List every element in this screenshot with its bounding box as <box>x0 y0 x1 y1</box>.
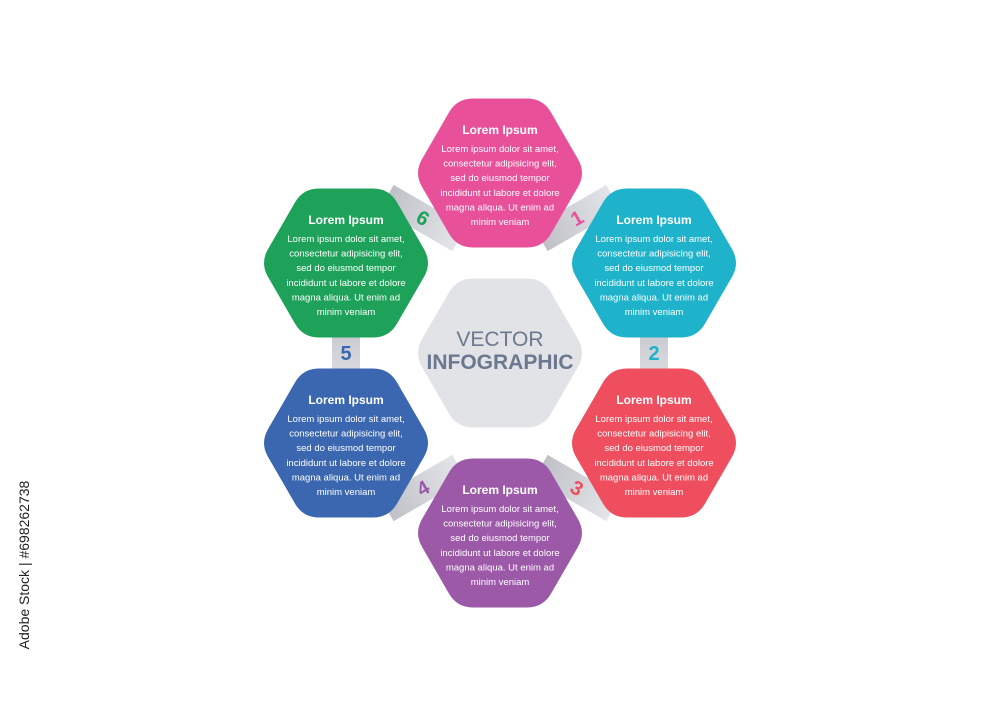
step-title: Lorem Ipsum <box>308 213 383 227</box>
step-body-line: Lorem ipsum dolor sit amet, <box>595 414 712 425</box>
step-body-line: sed do eiusmod tempor <box>450 533 549 544</box>
step-body-line: minim veniam <box>471 577 530 588</box>
connector-1 <box>533 184 621 252</box>
step-hexagon-shape <box>572 188 736 338</box>
step-body-line: consectetur adipisicing elit, <box>443 159 557 170</box>
step-hexagon-shape <box>572 368 736 518</box>
step-body-line: magna aliqua. Ut enim ad <box>446 562 554 573</box>
step-body-line: incididunt ut labore et dolore <box>440 188 559 199</box>
connector-4 <box>379 454 467 522</box>
step-body-line: Lorem ipsum dolor sit amet, <box>287 234 404 245</box>
step-body-line: consectetur adipisicing elit, <box>289 429 403 440</box>
step-hexagon-shape <box>418 458 582 608</box>
step-body-line: magna aliqua. Ut enim ad <box>600 472 708 483</box>
step-body-line: Lorem ipsum dolor sit amet, <box>287 414 404 425</box>
step-body-line: consectetur adipisicing elit, <box>597 249 711 260</box>
center-title-line2: INFOGRAPHIC <box>427 351 574 374</box>
connector-number-5: 5 <box>340 343 351 365</box>
step-body-line: incididunt ut labore et dolore <box>440 548 559 559</box>
step-body-line: minim veniam <box>625 307 684 318</box>
connector-strips <box>332 184 668 522</box>
connector-strip <box>533 184 621 252</box>
center-hexagon: VECTOR INFOGRAPHIC <box>418 278 582 428</box>
step-body-line: consectetur adipisicing elit, <box>443 519 557 530</box>
step-body-line: minim veniam <box>471 217 530 228</box>
step-title: Lorem Ipsum <box>462 123 537 137</box>
step-hexagon-shape <box>264 368 428 518</box>
step-body-line: magna aliqua. Ut enim ad <box>600 292 708 303</box>
step-body-line: minim veniam <box>625 487 684 498</box>
connector-strip <box>379 454 467 522</box>
step-title: Lorem Ipsum <box>308 393 383 407</box>
step-body-line: Lorem ipsum dolor sit amet, <box>441 504 558 515</box>
step-body-line: minim veniam <box>317 487 376 498</box>
step-body-line: incididunt ut labore et dolore <box>594 278 713 289</box>
step-body-line: Lorem ipsum dolor sit amet, <box>441 144 558 155</box>
step-title: Lorem Ipsum <box>462 483 537 497</box>
step-body-line: sed do eiusmod tempor <box>450 173 549 184</box>
center-hexagon-shape <box>418 278 582 428</box>
step-body-line: consectetur adipisicing elit, <box>597 429 711 440</box>
step-body-line: sed do eiusmod tempor <box>296 263 395 274</box>
connector-strip <box>379 184 467 252</box>
step-hexagon-shape <box>264 188 428 338</box>
step-hexagon-shape <box>418 98 582 248</box>
step-title: Lorem Ipsum <box>616 393 691 407</box>
step-body-line: magna aliqua. Ut enim ad <box>446 202 554 213</box>
center-title-line1: VECTOR <box>456 328 543 351</box>
step-body-line: sed do eiusmod tempor <box>604 263 703 274</box>
connector-6 <box>379 184 467 252</box>
step-body-line: magna aliqua. Ut enim ad <box>292 292 400 303</box>
stock-image-id: Adobe Stock | #698262738 <box>16 480 32 650</box>
step-body-line: Lorem ipsum dolor sit amet, <box>595 234 712 245</box>
step-body-line: sed do eiusmod tempor <box>296 443 395 454</box>
step-body-line: consectetur adipisicing elit, <box>289 249 403 260</box>
step-body-line: incididunt ut labore et dolore <box>286 458 405 469</box>
step-body-line: incididunt ut labore et dolore <box>594 458 713 469</box>
connector-3 <box>533 454 621 522</box>
step-body-line: minim veniam <box>317 307 376 318</box>
step-body-line: sed do eiusmod tempor <box>604 443 703 454</box>
connector-number-2: 2 <box>648 343 659 365</box>
step-body-line: incididunt ut labore et dolore <box>286 278 405 289</box>
step-title: Lorem Ipsum <box>616 213 691 227</box>
step-body-line: magna aliqua. Ut enim ad <box>292 472 400 483</box>
connector-strip <box>533 454 621 522</box>
